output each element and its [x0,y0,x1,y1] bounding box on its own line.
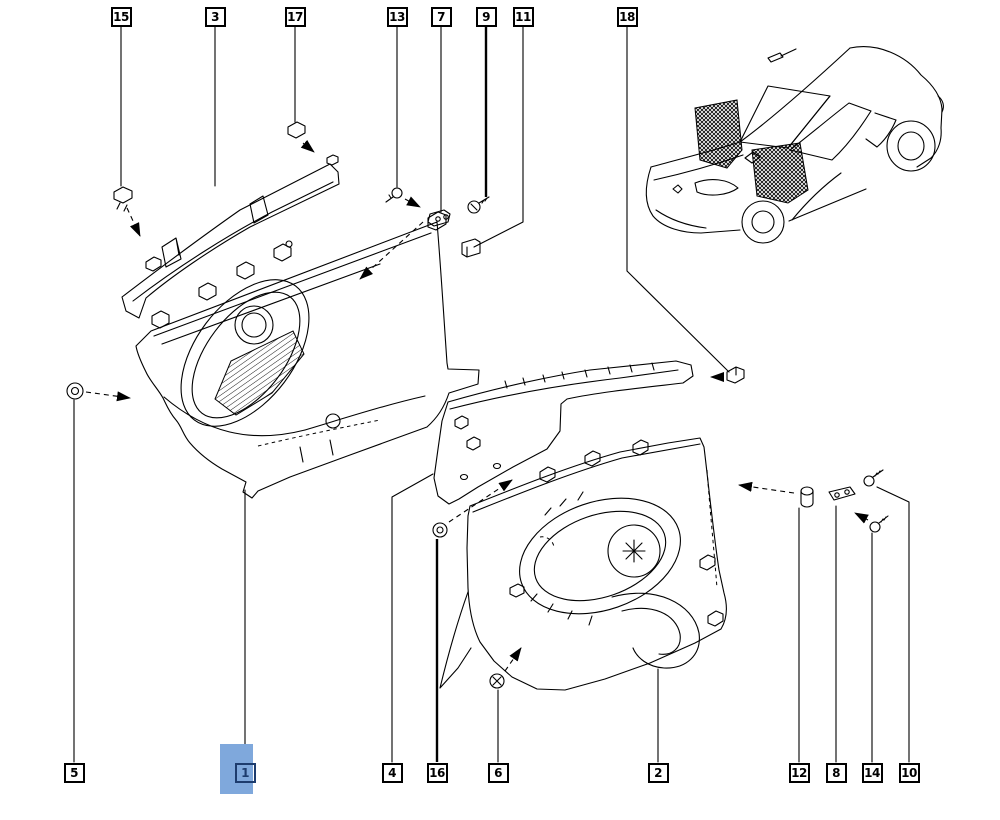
callout-5[interactable]: 5 [63,763,85,783]
clip-part11 [461,238,481,258]
door-window [789,102,872,161]
callout-10[interactable]: 10 [898,763,920,783]
fastener-part5 [66,382,84,400]
callout-8[interactable]: 8 [825,763,847,783]
screw-part13 [391,187,403,199]
assembly-arrows [85,139,869,672]
quarter-structure-part2 [466,437,727,691]
upper-strip-part3 [121,163,340,319]
windshield [739,85,831,149]
callout-1[interactable]: 1 [234,763,256,783]
selected-callout-highlight [220,744,253,794]
bracket-part7 [427,209,451,227]
front-trim-location-patch [694,99,743,169]
clip-part6 [489,673,505,689]
quarter-trim-location-patch [751,142,809,204]
sill-strip-part4 [433,360,694,505]
callout-18[interactable]: 18 [616,7,638,27]
car-inset [645,46,944,244]
callout-11[interactable]: 11 [512,7,534,27]
callout-15[interactable]: 15 [110,7,132,27]
screw-part14 [869,521,881,533]
callout-16[interactable]: 16 [426,763,448,783]
roof-antenna [767,48,797,63]
quarter-trim-panel-part1 [135,221,480,499]
callout-17[interactable]: 17 [284,7,306,27]
leader-lines [73,25,910,763]
callout-4[interactable]: 4 [381,763,403,783]
grommet-part12 [800,486,814,496]
right-assembly [433,360,727,691]
clip-part17 [287,121,306,139]
grille-badge [672,184,683,194]
left-assembly [121,154,480,499]
callout-9[interactable]: 9 [475,7,497,27]
callout-13[interactable]: 13 [386,7,408,27]
callout-14[interactable]: 14 [861,763,883,783]
speaker-disc [607,524,661,578]
callout-6[interactable]: 6 [487,763,509,783]
callout-12[interactable]: 12 [788,763,810,783]
headlight [694,179,739,196]
map-pocket-ribs [214,330,305,416]
right-fasteners [432,366,889,689]
callout-3[interactable]: 3 [204,7,226,27]
speaker-opening-ring [519,497,681,615]
clip-part15 [113,186,133,212]
grommet-part16 [432,522,448,538]
screw-part9 [467,200,481,214]
screw-part10 [863,475,875,487]
left-fasteners [66,121,490,400]
regulator-motor [611,592,700,669]
bracket-part8 [828,486,856,501]
callout-7[interactable]: 7 [430,7,452,27]
clip-part18 [726,366,745,384]
callout-2[interactable]: 2 [647,763,669,783]
